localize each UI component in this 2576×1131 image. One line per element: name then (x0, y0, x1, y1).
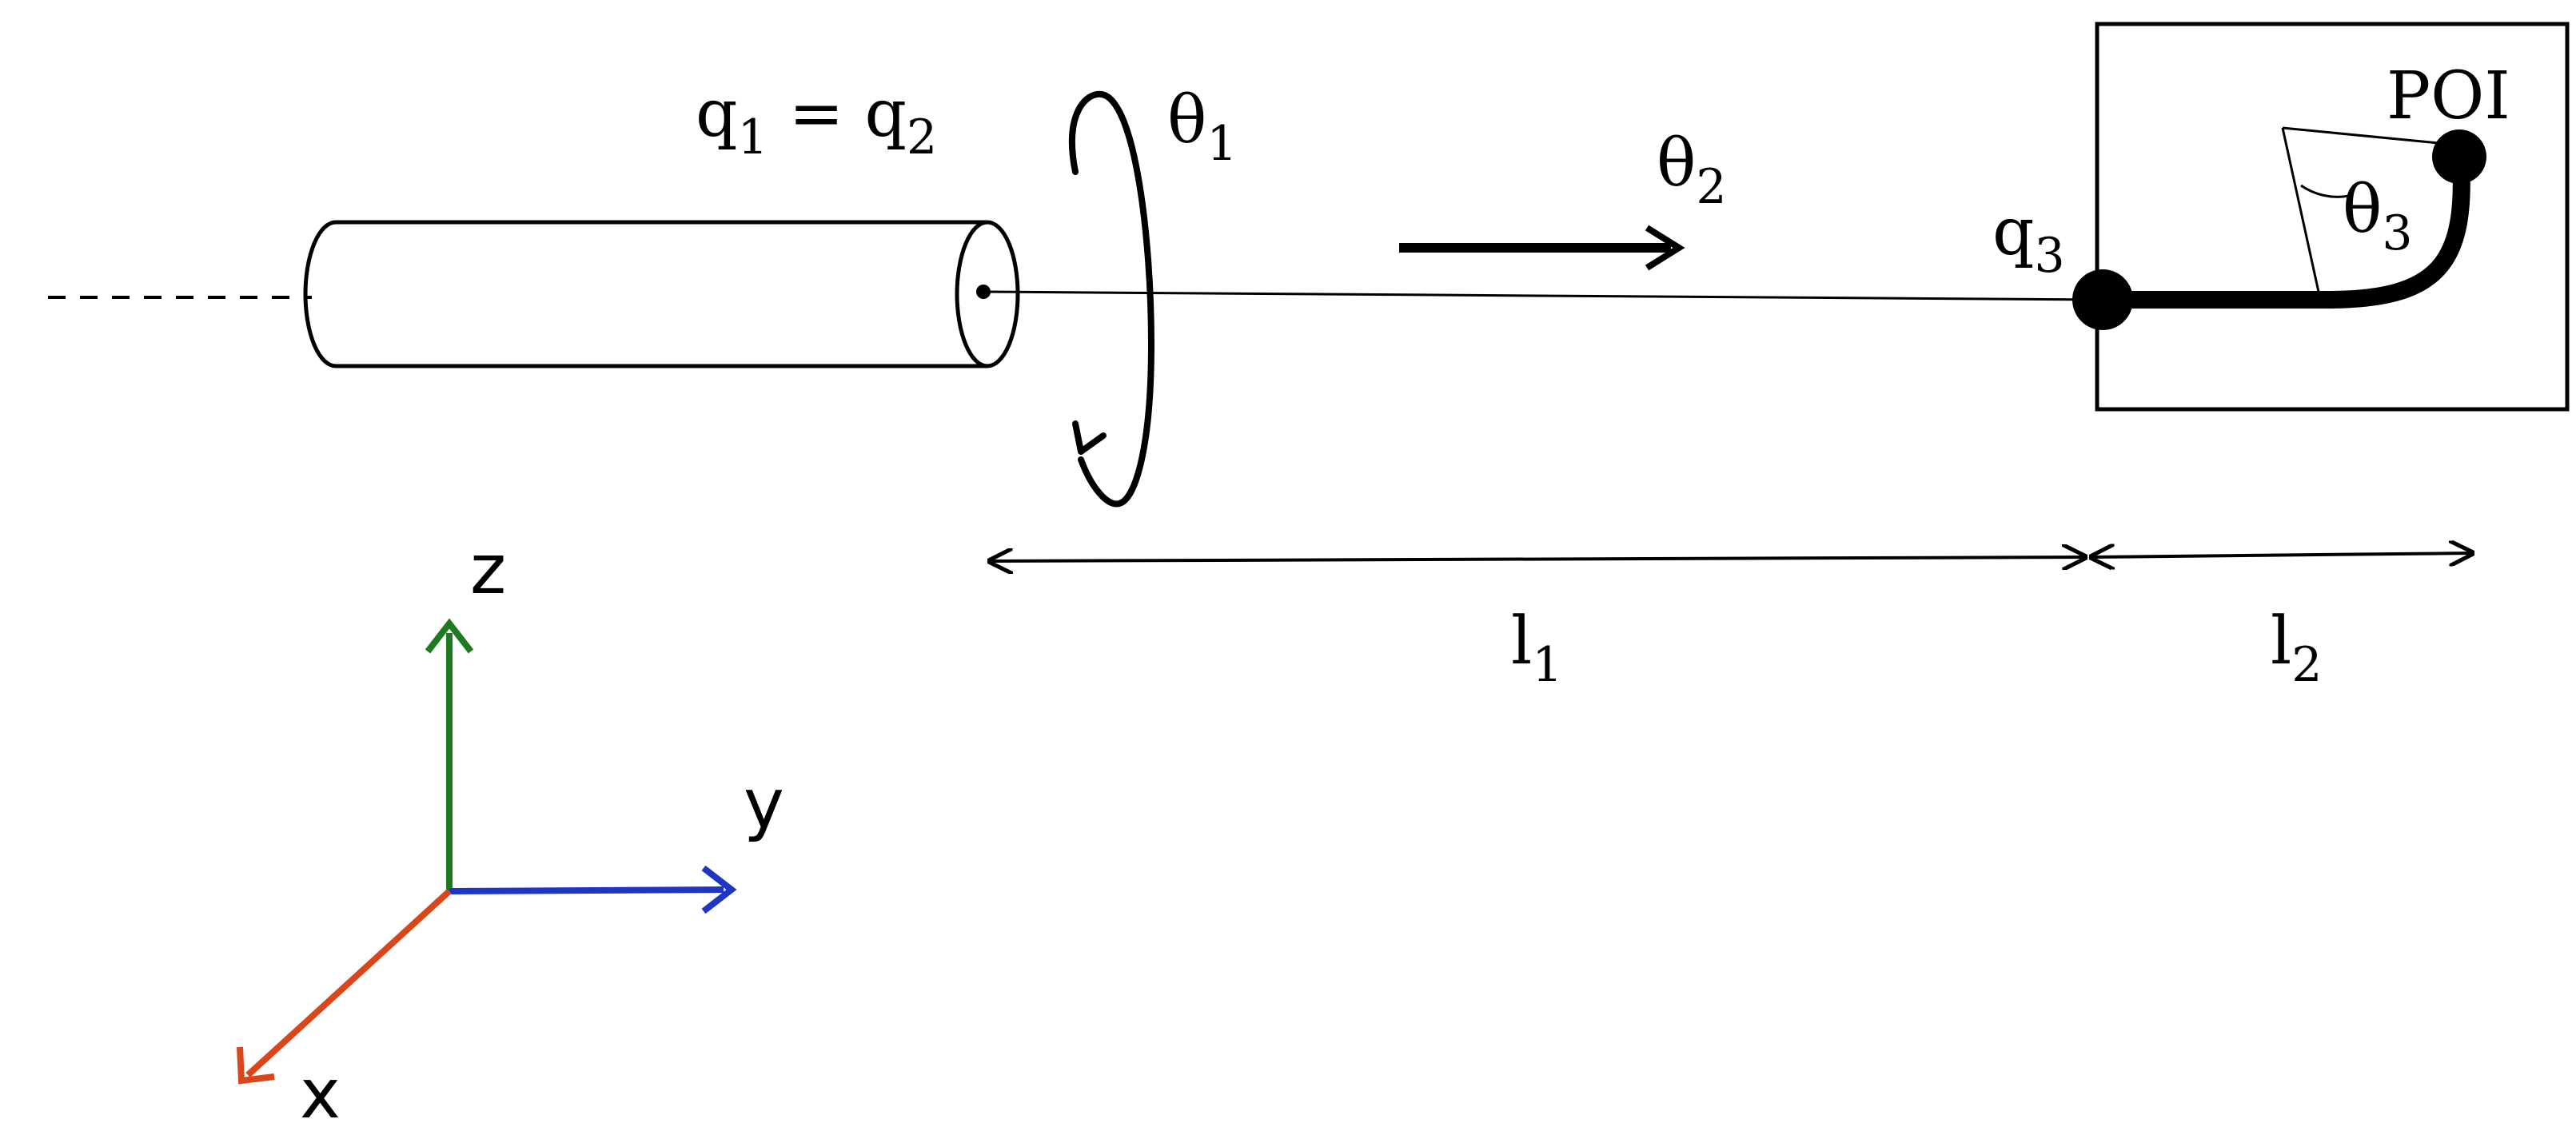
rotation-indicator-theta1 (1068, 90, 1155, 508)
label-q1-equals-q2: q1 = q2 (696, 76, 937, 165)
coordinate-frame (237, 618, 737, 1085)
bending-segment (2094, 151, 2470, 309)
poi-point (2432, 129, 2486, 184)
label-theta1: θ1 (1167, 82, 1238, 172)
angle-theta3 (2281, 126, 2447, 293)
label-l2: l2 (2271, 603, 2322, 693)
translation-arrow-theta2 (1399, 225, 1685, 271)
joint-q3 (2072, 269, 2133, 330)
label-poi: POI (2387, 58, 2510, 134)
axis-label-y: y (744, 764, 784, 844)
cylinder-shaft (303, 220, 1020, 368)
x-axis-arrow (245, 889, 452, 1077)
label-theta2: θ2 (1657, 125, 1727, 215)
axis-label-x: x (300, 1054, 341, 1131)
link-line-l1 (983, 290, 2103, 301)
dimension-arrow-l2 (2092, 553, 2472, 557)
axis-label-z: z (470, 530, 506, 610)
label-l1: l1 (1511, 603, 1562, 693)
y-axis-arrow (449, 886, 724, 894)
end-effector-box (2095, 22, 2570, 412)
label-theta3: θ3 (2343, 172, 2413, 261)
label-q3: q3 (1992, 194, 2065, 284)
dimension-arrow-l1 (990, 557, 2085, 561)
